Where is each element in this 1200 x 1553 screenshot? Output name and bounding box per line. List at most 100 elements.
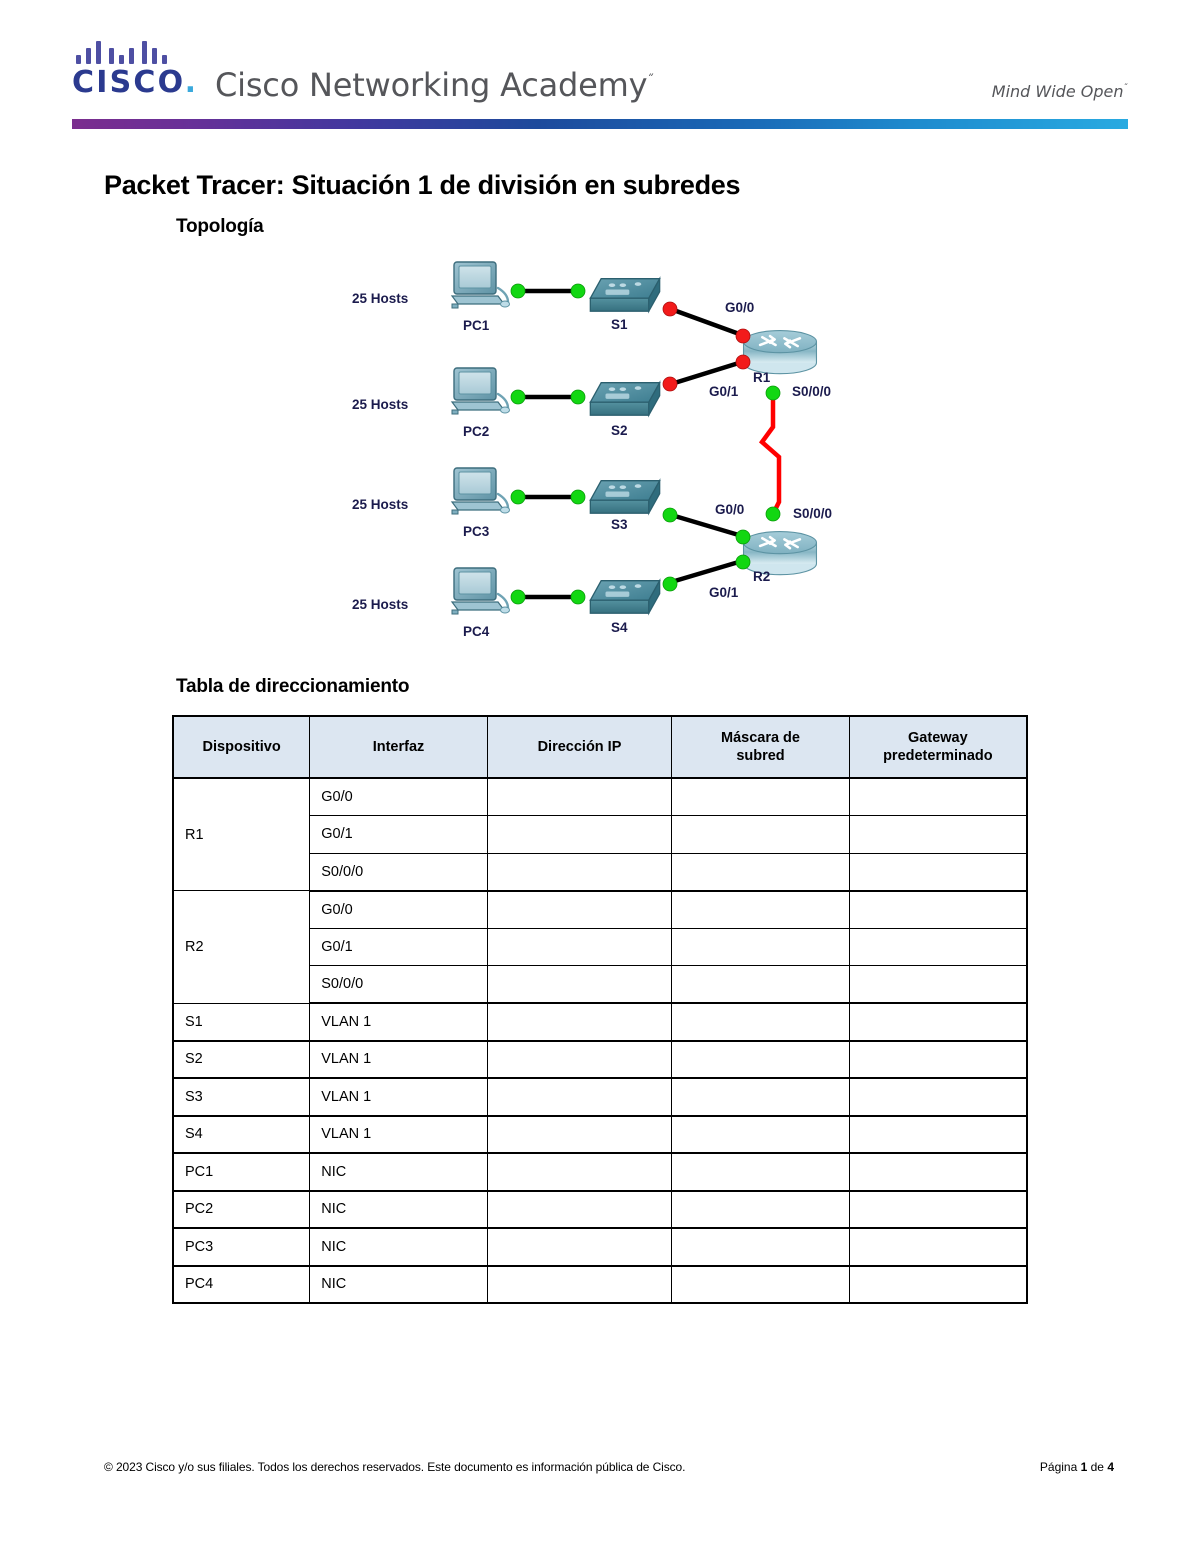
cell-ip-input[interactable] xyxy=(486,890,673,929)
link-s2-r1 xyxy=(665,359,745,388)
cell-mask-input[interactable] xyxy=(671,927,850,966)
addressing-table: Dispositivo Interfaz Dirección IP Máscar… xyxy=(172,715,1028,1304)
cell-mask-input[interactable] xyxy=(671,1040,850,1079)
pc1-icon xyxy=(450,260,511,310)
s4-label: S4 xyxy=(611,620,628,635)
page-header: CISCO. Cisco Networking Academy˝ Mind Wi… xyxy=(0,0,1200,135)
status-dot-s3-r2-up xyxy=(662,507,678,523)
cell-mask-input[interactable] xyxy=(671,890,850,929)
cell-ip-input[interactable] xyxy=(486,1040,673,1079)
cell-ip-input[interactable] xyxy=(486,1152,673,1192)
cell-interface: VLAN 1 xyxy=(309,1002,488,1042)
cell-device: S2 xyxy=(172,1040,311,1079)
cell-mask-input[interactable] xyxy=(671,1265,850,1304)
col-header-direccion-ip: Dirección IP xyxy=(486,715,673,779)
cell-mask-input[interactable] xyxy=(671,777,850,816)
host-label-1: 25 Hosts xyxy=(352,291,408,306)
link-s3-r2 xyxy=(665,511,745,539)
cell-gateway-input[interactable] xyxy=(848,1115,1028,1154)
status-dot-pc2-up xyxy=(510,389,526,405)
cell-ip-input[interactable] xyxy=(486,1227,673,1267)
cell-gateway-input[interactable] xyxy=(848,815,1028,854)
cell-ip-input[interactable] xyxy=(486,852,673,892)
pc2-icon xyxy=(450,366,511,416)
cell-ip-input[interactable] xyxy=(486,1077,673,1117)
cell-mask-input[interactable] xyxy=(671,1002,850,1042)
table-header-row: Dispositivo Interfaz Dirección IP Máscar… xyxy=(172,715,1028,779)
cell-gateway-input[interactable] xyxy=(848,777,1028,816)
cell-ip-input[interactable] xyxy=(486,927,673,966)
cell-gateway-input[interactable] xyxy=(848,965,1028,1004)
cell-gateway-input[interactable] xyxy=(848,1002,1028,1042)
cell-gateway-input[interactable] xyxy=(848,1265,1028,1304)
cell-ip-input[interactable] xyxy=(486,1190,673,1229)
r1-g01-label: G0/1 xyxy=(709,384,739,399)
cell-mask-input[interactable] xyxy=(671,852,850,892)
cell-ip-input[interactable] xyxy=(486,1265,673,1304)
cell-gateway-input[interactable] xyxy=(848,1077,1028,1117)
table-row: G0/1 xyxy=(173,927,1028,966)
r1-icon xyxy=(742,329,818,375)
tagline-trademark-icon: ˝ xyxy=(1123,83,1129,94)
cisco-logo-bars xyxy=(76,38,182,64)
footer-page-middle: de xyxy=(1087,1460,1108,1474)
cell-interface: VLAN 1 xyxy=(309,1115,488,1154)
cell-mask-input[interactable] xyxy=(671,1227,850,1267)
pc3-label: PC3 xyxy=(463,524,490,539)
cell-gateway-input[interactable] xyxy=(848,927,1028,966)
addressing-table-header: Dispositivo Interfaz Dirección IP Máscar… xyxy=(172,715,1028,779)
cell-gateway-input[interactable] xyxy=(848,1152,1028,1192)
footer-page-current: 1 xyxy=(1080,1460,1088,1474)
col-header-gateway-line1: Gateway xyxy=(908,730,968,746)
r2-s000-label: S0/0/0 xyxy=(793,506,832,521)
pc2-label: PC2 xyxy=(463,424,489,439)
cell-ip-input[interactable] xyxy=(486,1115,673,1154)
cell-ip-input[interactable] xyxy=(486,777,673,816)
status-dot-r2-g01-up xyxy=(735,554,751,570)
addressing-table-heading: Tabla de direccionamiento xyxy=(176,676,410,697)
cell-interface: NIC xyxy=(309,1190,488,1229)
cell-mask-input[interactable] xyxy=(671,1190,850,1229)
status-dot-s4-r2-up xyxy=(662,576,678,592)
s3-icon xyxy=(589,480,661,514)
cell-interface: G0/1 xyxy=(309,815,488,854)
cell-device: S3 xyxy=(172,1077,311,1117)
cell-gateway-input[interactable] xyxy=(848,852,1028,892)
cell-mask-input[interactable] xyxy=(671,965,850,1004)
status-dot-pc3-up xyxy=(510,489,526,505)
s2-icon xyxy=(589,382,661,416)
status-dot-s2-r1-down xyxy=(662,376,678,392)
cell-gateway-input[interactable] xyxy=(848,1227,1028,1267)
cell-gateway-input[interactable] xyxy=(848,1190,1028,1229)
cell-interface: S0/0/0 xyxy=(309,965,488,1004)
footer-page-number: Página 1 de 4 xyxy=(1040,1460,1114,1474)
cisco-wordmark-dot: . xyxy=(184,65,199,100)
col-header-dispositivo-line1: Dispositivo xyxy=(202,739,281,755)
link-status-dots xyxy=(510,283,781,605)
r1-s000-label: S0/0/0 xyxy=(792,384,831,399)
status-dot-s3-pc-up xyxy=(570,489,586,505)
cell-gateway-input[interactable] xyxy=(848,1040,1028,1079)
cisco-wordmark-text: CISCO xyxy=(72,65,185,100)
cell-mask-input[interactable] xyxy=(671,1077,850,1117)
cell-mask-input[interactable] xyxy=(671,1152,850,1192)
cell-mask-input[interactable] xyxy=(671,815,850,854)
cell-mask-input[interactable] xyxy=(671,1115,850,1154)
table-row: S0/0/0 xyxy=(173,852,1028,892)
status-dot-r2-s000-up xyxy=(765,506,781,522)
cell-interface: VLAN 1 xyxy=(309,1040,488,1079)
cell-gateway-input[interactable] xyxy=(848,890,1028,929)
cell-interface: G0/1 xyxy=(309,927,488,966)
cell-device: PC2 xyxy=(172,1190,311,1229)
cell-ip-input[interactable] xyxy=(486,1002,673,1042)
cell-ip-input[interactable] xyxy=(486,965,673,1004)
pc4-label: PC4 xyxy=(463,624,490,639)
cell-ip-input[interactable] xyxy=(486,815,673,854)
status-dot-s2-pc-up xyxy=(570,389,586,405)
cell-device: PC3 xyxy=(172,1227,311,1267)
topology-heading: Topología xyxy=(176,216,264,237)
